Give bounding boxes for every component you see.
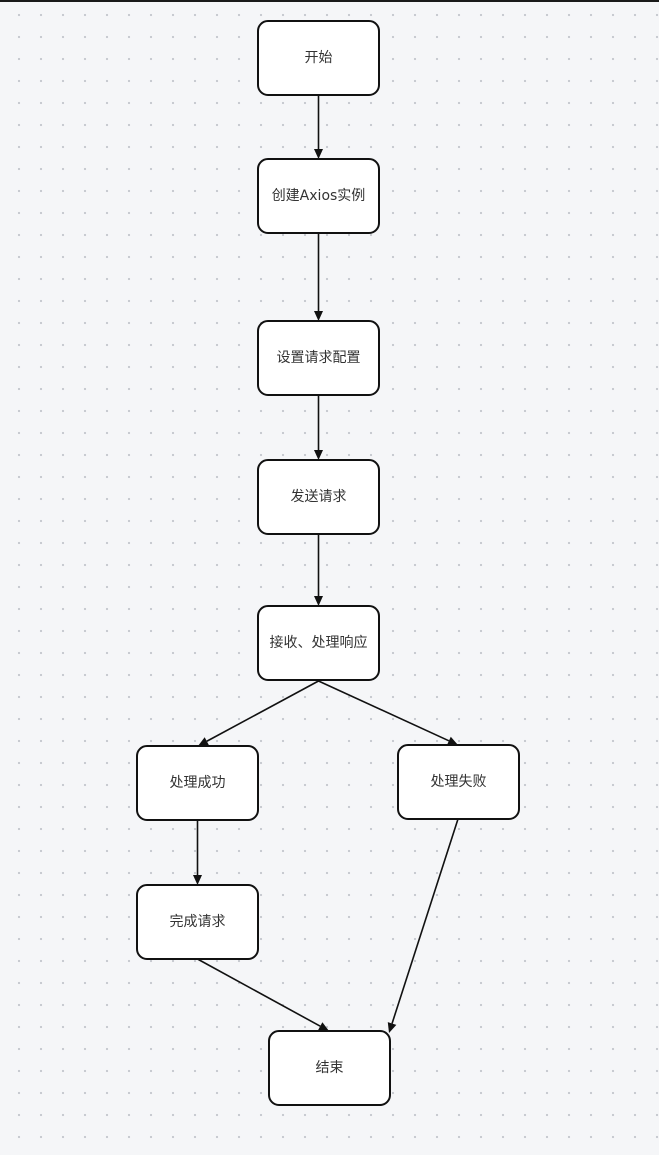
arrowhead-send-to-receive xyxy=(314,596,323,606)
node-label: 结束 xyxy=(316,1060,344,1076)
arrowhead-config-to-send xyxy=(314,450,323,460)
node-label: 开始 xyxy=(305,50,333,66)
node-label: 设置请求配置 xyxy=(277,350,361,366)
arrowhead-receive-to-success xyxy=(198,737,209,746)
node-box[interactable] xyxy=(136,884,259,960)
node-label: 处理成功 xyxy=(170,775,226,791)
node-box[interactable] xyxy=(257,605,380,681)
node-start[interactable]: 开始 xyxy=(257,20,380,96)
arrowhead-create-to-config xyxy=(314,311,323,321)
edge-receive-to-success xyxy=(206,680,319,742)
node-label: 创建Axios实例 xyxy=(272,188,366,204)
node-complete[interactable]: 完成请求 xyxy=(136,884,259,960)
node-box[interactable] xyxy=(136,745,259,821)
top-border xyxy=(0,0,659,2)
node-label: 接收、处理响应 xyxy=(270,634,368,651)
node-end[interactable]: 结束 xyxy=(268,1030,391,1106)
arrowhead-success-to-complete xyxy=(193,875,202,885)
node-box[interactable] xyxy=(397,744,520,820)
node-failure[interactable]: 处理失败 xyxy=(397,744,520,820)
node-create[interactable]: 创建Axios实例 xyxy=(257,158,380,234)
arrowhead-receive-to-failure xyxy=(447,736,458,745)
node-config[interactable]: 设置请求配置 xyxy=(257,320,380,396)
arrowhead-complete-to-end xyxy=(318,1022,329,1031)
node-label: 处理失败 xyxy=(431,774,487,790)
node-box[interactable] xyxy=(257,459,380,535)
node-receive[interactable]: 接收、处理响应 xyxy=(257,605,380,681)
node-label: 发送请求 xyxy=(291,489,347,505)
edge-complete-to-end xyxy=(197,958,321,1027)
node-box[interactable] xyxy=(257,20,380,96)
edges-layer xyxy=(193,95,459,1033)
edge-receive-to-failure xyxy=(318,680,450,742)
node-box[interactable] xyxy=(268,1030,391,1106)
node-box[interactable] xyxy=(257,320,380,396)
arrowhead-start-to-create xyxy=(314,149,323,159)
node-send[interactable]: 发送请求 xyxy=(257,459,380,535)
edge-failure-to-end xyxy=(391,818,459,1024)
node-success[interactable]: 处理成功 xyxy=(136,745,259,821)
node-box[interactable] xyxy=(257,158,380,234)
node-label: 完成请求 xyxy=(170,914,226,930)
arrowhead-failure-to-end xyxy=(387,1022,397,1033)
